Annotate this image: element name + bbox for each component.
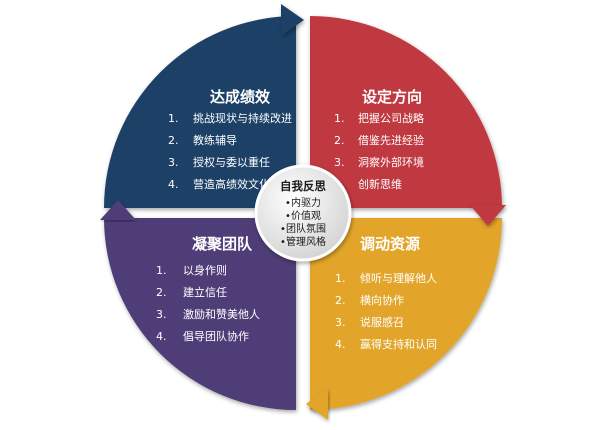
list-item: 激励和赞美他人 (183, 307, 260, 321)
center-circle (254, 164, 352, 262)
list-item-number: 4. (335, 338, 346, 351)
list-item: 倾听与理解他人 (360, 271, 437, 285)
quadrant-top-right (310, 16, 502, 208)
quadrant-top-left-list: 1. 挑战现状与持续改进 2. 教练辅导 3. 授权与委以重任 4. 营造高绩效… (168, 111, 292, 191)
list-item-number: 3. (335, 316, 346, 329)
quadrant-top-left-title: 达成绩效 (210, 88, 271, 106)
list-item-number: 2. (168, 134, 179, 147)
list-item: 借鉴先进经验 (358, 133, 424, 147)
quadrant-bottom-right (310, 218, 502, 410)
quadrant-bottom-left-title: 凝聚团队 (192, 235, 253, 253)
list-item: 建立信任 (183, 285, 227, 299)
list-item-number: 3. (168, 156, 179, 169)
list-item-number: 1. (334, 112, 345, 125)
list-item-number: 3. (156, 308, 167, 321)
list-item-number: 4. (156, 330, 167, 343)
list-item-number: 3. (334, 156, 345, 169)
quadrant-bottom-left-list: 1. 以身作则 2. 建立信任 3. 激励和赞美他人 4. 倡导团队协作 (156, 263, 260, 343)
list-item-number: 2. (334, 134, 345, 147)
list-item-number: 1. (156, 264, 167, 277)
list-item: 授权与委以重任 (193, 155, 270, 169)
center-title: 自我反思 (280, 179, 326, 193)
center-item: •价值观 (285, 209, 321, 222)
center-item: •团队氛围 (280, 222, 326, 235)
arrow-head-bottom (306, 388, 328, 420)
list-item: 赢得支持和认同 (360, 337, 437, 351)
quadrant-bottom-right-list: 1. 倾听与理解他人 2. 横向协作 3. 说服感召 4. 赢得支持和认同 (335, 271, 437, 351)
list-item-number: 1. (168, 112, 179, 125)
quadrant-bottom-right-title: 调动资源 (360, 235, 420, 253)
quadrant-bottom-left (104, 218, 296, 410)
center-item: •内驱力 (285, 196, 321, 209)
center-item: •管理风格 (280, 235, 326, 248)
list-item: 把握公司战略 (358, 111, 424, 125)
quadrant-top-right-list: 1. 把握公司战略 2. 借鉴先进经验 3. 洞察外部环境 4. 创新思维 (334, 111, 424, 191)
arrow-head-left (100, 200, 136, 220)
list-item: 洞察外部环境 (358, 155, 424, 169)
list-item-number: 4. (168, 178, 179, 191)
quadrant-top-right-title: 设定方向 (362, 88, 422, 106)
arrow-head-top (281, 4, 304, 36)
arrow-head-right (470, 205, 506, 226)
quadrant-top-left (104, 16, 296, 208)
list-item: 说服感召 (360, 315, 404, 329)
list-item-number: 1. (335, 272, 346, 285)
list-item: 营造高绩效文化 (193, 177, 270, 191)
list-item-number: 2. (335, 294, 346, 307)
list-item: 挑战现状与持续改进 (193, 111, 292, 125)
list-item: 倡导团队协作 (183, 329, 249, 343)
list-item: 创新思维 (358, 177, 402, 191)
list-item: 以身作则 (183, 263, 227, 277)
list-item: 教练辅导 (193, 133, 237, 147)
list-item: 横向协作 (360, 293, 404, 307)
list-item-number: 2. (156, 286, 167, 299)
